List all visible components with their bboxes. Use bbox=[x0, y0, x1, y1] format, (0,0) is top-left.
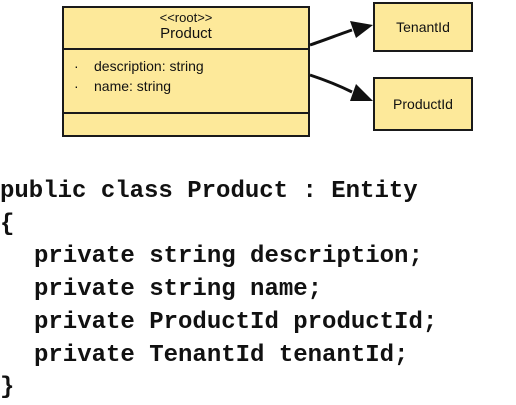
bullet-icon: · bbox=[74, 58, 79, 74]
code-line: public class Product : Entity bbox=[0, 178, 418, 205]
code-line: private string description; bbox=[34, 243, 423, 271]
code-line: private TenantId tenantId; bbox=[34, 341, 409, 369]
product-class-box: <<root>> Product · description: string ·… bbox=[62, 6, 310, 137]
tenantid-box: TenantId bbox=[373, 2, 473, 52]
class-header: <<root>> Product bbox=[64, 8, 308, 50]
arrowhead-tenantid-icon bbox=[350, 21, 373, 38]
arrowhead-productid-icon bbox=[350, 84, 373, 101]
attributes-section: · description: string · name: string bbox=[64, 50, 308, 114]
attribute-text: name: string bbox=[94, 78, 172, 94]
code-line: { bbox=[0, 210, 15, 238]
stereotype-label: <<root>> bbox=[159, 10, 213, 25]
code-line: private string name; bbox=[34, 276, 323, 304]
bullet-icon: · bbox=[74, 78, 79, 94]
attribute-text: description: string bbox=[94, 58, 204, 74]
code-block: public class Product : Entity { private st… bbox=[0, 176, 437, 405]
code-line: private ProductId productId; bbox=[34, 308, 438, 336]
class-name: Product bbox=[160, 25, 212, 42]
attribute-row: · name: string bbox=[64, 76, 308, 96]
productid-box: ProductId bbox=[373, 77, 473, 131]
code-line: } bbox=[0, 374, 15, 402]
arrow-to-tenantid bbox=[309, 28, 353, 47]
arrow-to-productid bbox=[309, 73, 353, 94]
attribute-row: · description: string bbox=[64, 56, 308, 76]
